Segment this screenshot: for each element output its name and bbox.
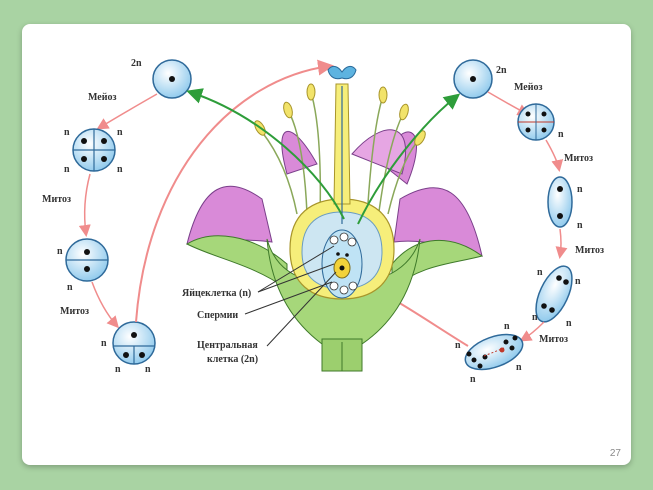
mitosis-label-right-3: Митоз — [539, 334, 568, 345]
svg-text:n: n — [566, 318, 572, 329]
meiosis-label-left: Мейоз — [88, 92, 117, 103]
svg-text:n: n — [504, 321, 510, 332]
embryo-sac-8-nuclei — [464, 333, 524, 371]
mitosis-label-right-1: Митоз — [564, 153, 593, 164]
svg-text:n: n — [455, 340, 461, 351]
slide: 2n Мейоз n n n n Митоз n n Митоз n n n — [22, 24, 631, 465]
page-number: 27 — [609, 448, 621, 459]
svg-text:n: n — [67, 282, 73, 293]
svg-text:n: n — [115, 364, 121, 375]
flower-cross-section — [185, 65, 484, 372]
svg-text:n: n — [57, 246, 63, 257]
mitosis-label-left-2: Митоз — [60, 306, 89, 317]
svg-text:n: n — [577, 220, 583, 231]
stigma — [327, 65, 357, 80]
female-gametophyte-sequence: 2n Мейоз n Митоз n n Митоз n n n n Митоз — [363, 59, 604, 385]
ploidy-label-right: 2n — [496, 65, 507, 76]
svg-text:n: n — [101, 338, 107, 349]
stamens — [261, 95, 418, 220]
embryo-sac-2-nuclei — [547, 176, 573, 228]
svg-text:n: n — [470, 374, 476, 385]
mitosis-label-left-1: Митоз — [42, 194, 71, 205]
petal-left — [186, 185, 273, 245]
central-cell-label-1: Центральная — [197, 340, 258, 351]
svg-text:n: n — [537, 267, 543, 278]
ploidy-label-left: 2n — [131, 58, 142, 69]
central-cell-label-2: клетка (2n) — [207, 354, 258, 365]
svg-text:n: n — [577, 184, 583, 195]
svg-text:n: n — [516, 362, 522, 373]
svg-text:n: n — [117, 164, 123, 175]
mitosis-label-right-2: Митоз — [575, 245, 604, 256]
svg-text:n: n — [575, 276, 581, 287]
svg-text:n: n — [145, 364, 151, 375]
svg-text:n: n — [558, 129, 564, 140]
svg-text:n: n — [117, 127, 123, 138]
meiosis-label-right: Мейоз — [514, 82, 543, 93]
svg-text:n: n — [532, 312, 538, 323]
male-gametophyte-sequence: 2n Мейоз n n n n Митоз n n Митоз n n n — [42, 58, 334, 375]
svg-text:n: n — [64, 127, 70, 138]
egg-cell-label: Яйцеклетка (n) — [182, 288, 251, 299]
double-fertilization-diagram: 2n Мейоз n n n n Митоз n n Митоз n n n — [42, 58, 604, 385]
sperm-label: Спермии — [197, 310, 238, 321]
svg-text:n: n — [64, 164, 70, 175]
